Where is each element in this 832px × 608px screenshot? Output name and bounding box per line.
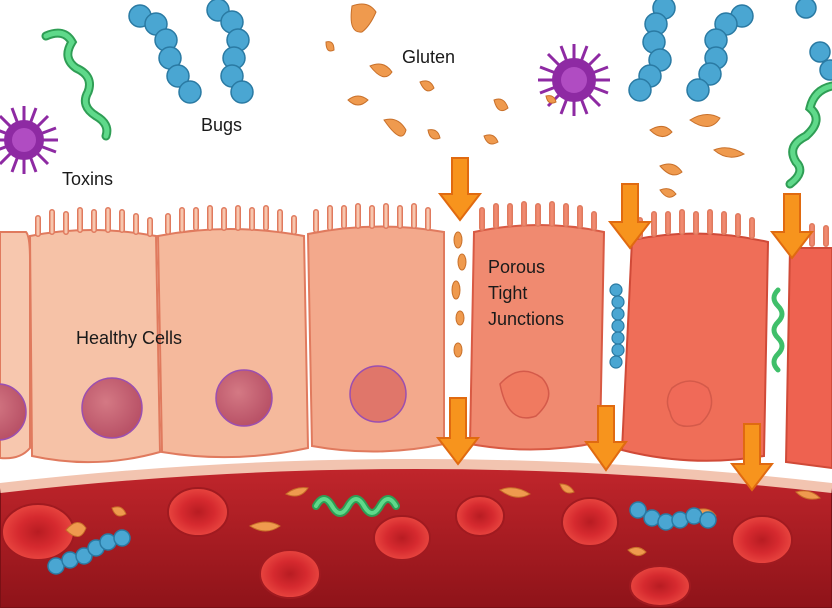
blood-bug-chain-right bbox=[629, 501, 717, 531]
gluten-fragment-icon bbox=[649, 126, 673, 137]
bug-chain-icon bbox=[206, 0, 254, 104]
gluten-fragment-icon bbox=[350, 3, 377, 33]
junction-bug-chain bbox=[609, 283, 625, 369]
red-blood-cells bbox=[1, 487, 793, 607]
gluten-fragment-icon bbox=[248, 521, 281, 532]
red-blood-cell-icon bbox=[629, 565, 691, 607]
bug-chain-icon bbox=[128, 4, 202, 104]
gluten-fragment-icon bbox=[559, 483, 575, 494]
red-blood-cell-icon bbox=[1, 503, 75, 561]
junction-gluten bbox=[451, 231, 467, 358]
cell-nucleus bbox=[499, 370, 550, 419]
inflamed-cell bbox=[620, 232, 770, 462]
cell-nucleus bbox=[81, 377, 143, 439]
down-arrow-icon bbox=[437, 157, 483, 222]
gluten-fragment-icon bbox=[493, 98, 509, 112]
cell-nucleus bbox=[215, 369, 273, 427]
bug-chain-icon bbox=[628, 0, 676, 102]
gluten-fragment-icon bbox=[325, 41, 335, 52]
toxins-label: Toxins bbox=[62, 169, 114, 189]
healthy-cells-label: Healthy Cells bbox=[76, 328, 183, 348]
cell-nucleus bbox=[666, 380, 713, 427]
gluten-fragment-icon bbox=[627, 546, 647, 556]
down-arrow-icon bbox=[729, 423, 775, 492]
gluten-fragment-icon bbox=[419, 80, 435, 92]
green-strand-icon bbox=[41, 28, 112, 141]
gluten-fragment-icon bbox=[347, 95, 369, 106]
bug-chain-icon bbox=[686, 4, 754, 102]
gluten-fragment-icon bbox=[483, 134, 499, 145]
blood-bug-chain-left bbox=[47, 529, 131, 575]
red-blood-cell-icon bbox=[731, 515, 793, 565]
gluten-fragment-icon bbox=[659, 163, 683, 176]
red-blood-cell-icon bbox=[455, 495, 505, 537]
toxin-virus-icon bbox=[538, 44, 610, 116]
down-arrow-icon bbox=[435, 397, 481, 466]
down-arrow-icon bbox=[584, 405, 628, 472]
gluten-fragment-icon bbox=[689, 114, 721, 127]
arrows bbox=[435, 157, 815, 492]
gluten-fragment-icon bbox=[427, 129, 441, 140]
gluten-fragment-icon bbox=[499, 487, 531, 498]
toxin-virus-icon bbox=[0, 106, 58, 174]
red-blood-cell-icon bbox=[561, 497, 619, 547]
gluten-fragment-icon bbox=[369, 63, 393, 78]
gluten-fragment-icon bbox=[659, 188, 677, 198]
bug-chain-icon bbox=[795, 0, 832, 81]
porous-tight-junctions-label-line1: Porous bbox=[488, 257, 546, 277]
gluten-fragment-icon bbox=[795, 490, 821, 500]
gluten-fragment-icon bbox=[65, 522, 87, 537]
down-arrow-icon bbox=[607, 183, 653, 250]
porous-tight-junctions-label-line3: Junctions bbox=[488, 309, 565, 329]
gluten-fragment-icon bbox=[383, 118, 407, 137]
porous-tight-junctions-label-line2: Tight bbox=[488, 283, 528, 303]
bugs-label: Bugs bbox=[201, 115, 243, 135]
cell-nucleus bbox=[0, 383, 27, 441]
red-blood-cell-icon bbox=[259, 549, 321, 599]
down-arrow-icon bbox=[769, 193, 815, 260]
blood-gluten-fragments bbox=[65, 483, 821, 556]
gluten-label: Gluten bbox=[402, 47, 456, 67]
cell-nucleus bbox=[349, 365, 407, 423]
gluten-fragment-icon bbox=[713, 147, 746, 158]
gluten-fragment-icon bbox=[285, 487, 309, 497]
gluten-fragment-icon bbox=[545, 95, 557, 104]
gluten-fragment-icon bbox=[111, 506, 127, 517]
gluten-fragments bbox=[325, 3, 746, 198]
junction-green-strand bbox=[771, 287, 785, 373]
red-blood-cell-icon bbox=[167, 487, 229, 537]
red-blood-cell-icon bbox=[373, 515, 431, 561]
inflamed-cell bbox=[784, 247, 832, 470]
